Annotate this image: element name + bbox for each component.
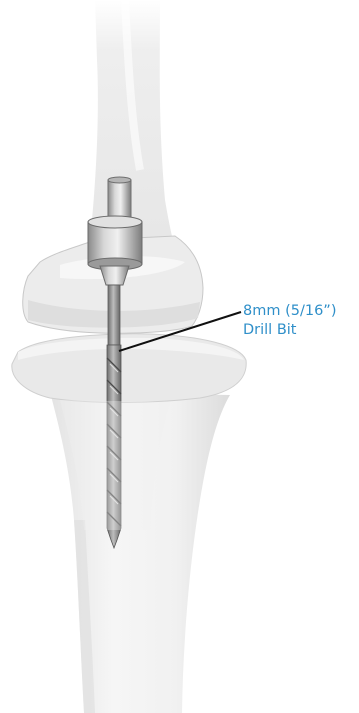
callout-size-label: 8mm (5/16”) xyxy=(243,302,336,321)
callout-part-label: Drill Bit xyxy=(243,321,336,340)
drill-bit-callout: 8mm (5/16”) Drill Bit xyxy=(243,302,336,340)
drill-bit-shank xyxy=(108,285,120,345)
